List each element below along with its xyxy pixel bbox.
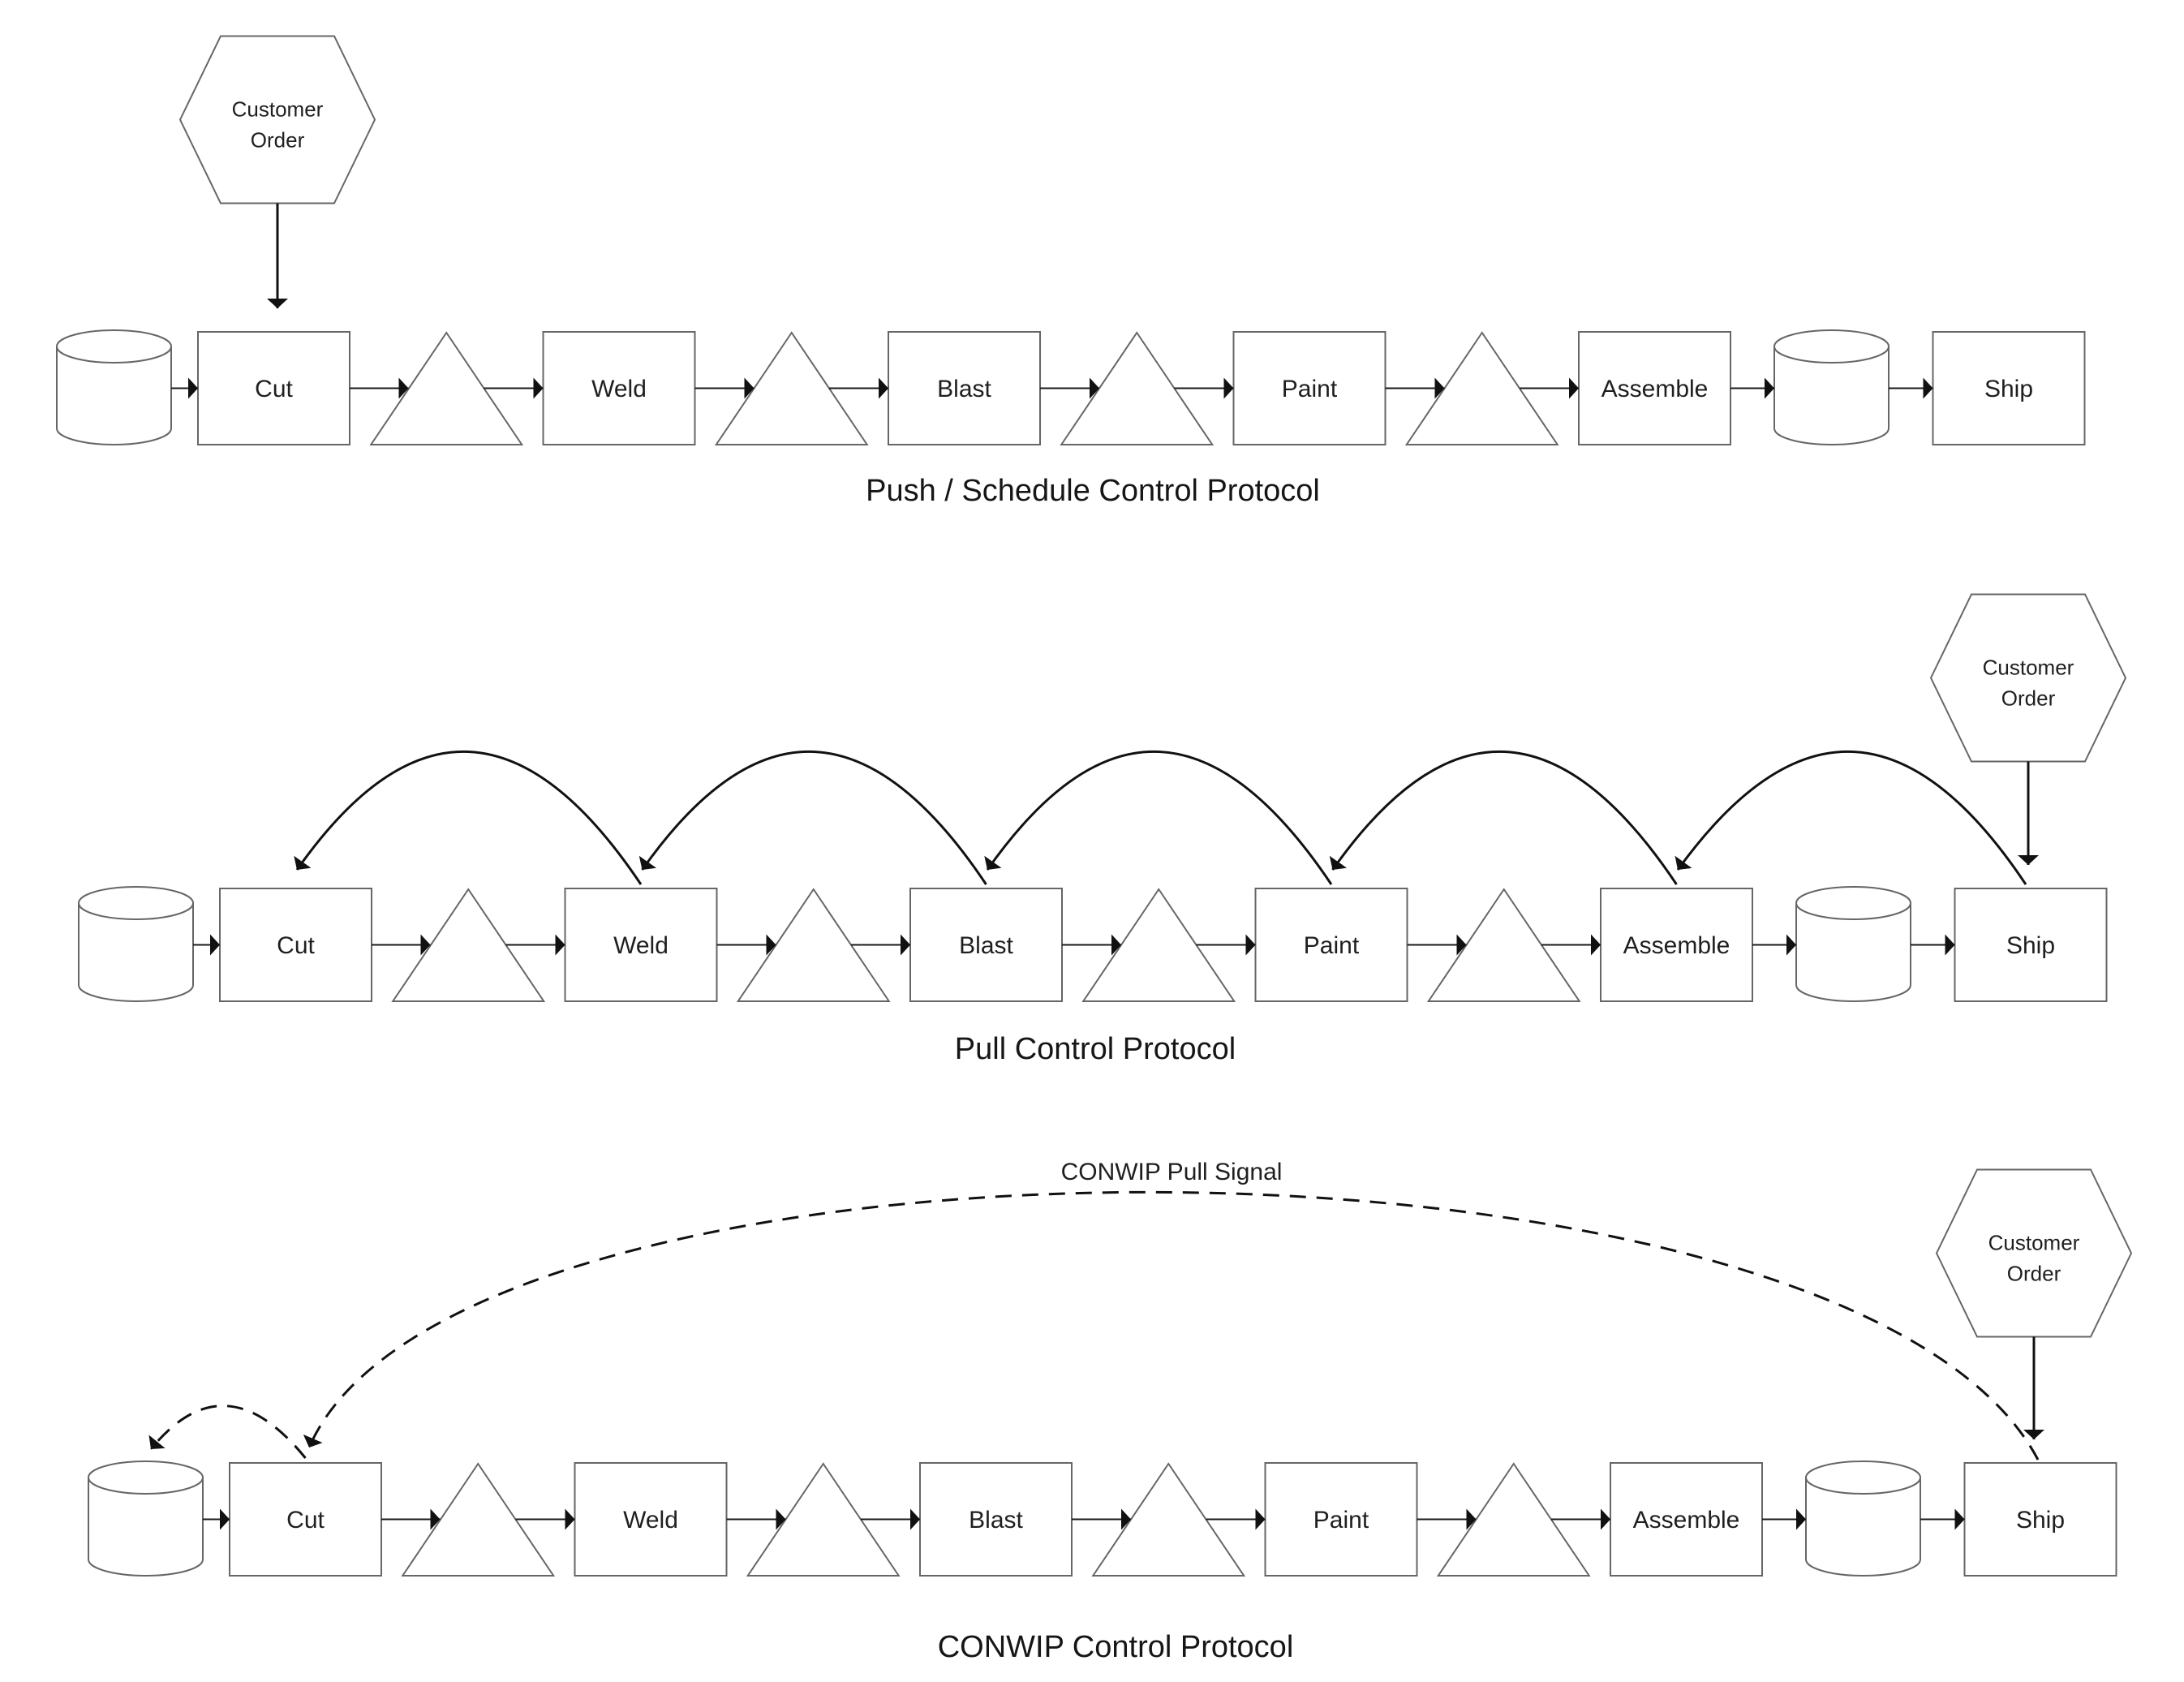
conwip-protocol-row: CONWIP Pull Signal Customer Order Cut We… bbox=[88, 1159, 2133, 1664]
station-label-assemble: Assemble bbox=[1601, 376, 1709, 402]
customer-order-label-line1: Customer bbox=[1988, 1231, 2080, 1255]
stock-cylinder bbox=[78, 903, 194, 1002]
customer-order-label-line2: Order bbox=[2007, 1262, 2061, 1286]
station-label-paint: Paint bbox=[1282, 376, 1338, 402]
station-label-weld: Weld bbox=[623, 1507, 678, 1534]
customer-order-hexagon bbox=[178, 35, 376, 204]
station-label-ship: Ship bbox=[1984, 376, 2033, 402]
finished-goods-cylinder-top bbox=[1795, 886, 1911, 920]
station-box-paint bbox=[1264, 1462, 1418, 1577]
station-label-blast: Blast bbox=[969, 1507, 1023, 1534]
customer-order-label-line2: Order bbox=[251, 128, 305, 153]
row-title-push: Push / Schedule Control Protocol bbox=[866, 474, 1320, 508]
customer-order-label-line1: Customer bbox=[232, 97, 324, 122]
conwip-signal-arc-cut-to-stock bbox=[148, 1405, 307, 1459]
station-box-ship bbox=[1954, 888, 2108, 1002]
station-box-cut bbox=[219, 888, 372, 1002]
customer-order-label-line2: Order bbox=[2001, 686, 2056, 711]
station-box-assemble bbox=[1600, 888, 1753, 1002]
finished-goods-cylinder-top bbox=[1805, 1460, 1921, 1495]
station-label-weld: Weld bbox=[591, 376, 647, 402]
station-box-cut bbox=[197, 331, 350, 445]
station-label-paint: Paint bbox=[1304, 932, 1360, 959]
stock-cylinder bbox=[88, 1478, 204, 1577]
station-box-assemble bbox=[1578, 331, 1731, 445]
row-title-pull: Pull Control Protocol bbox=[955, 1032, 1236, 1066]
customer-order-hexagon bbox=[1935, 1168, 2133, 1338]
pull-arc-ship-to-assemble bbox=[1675, 751, 2027, 885]
station-label-ship: Ship bbox=[2006, 932, 2055, 959]
stock-cylinder-top bbox=[88, 1460, 204, 1495]
station-box-weld bbox=[574, 1462, 728, 1577]
stock-cylinder-top bbox=[78, 886, 194, 920]
station-box-blast bbox=[909, 888, 1063, 1002]
push-protocol-row: Customer Order Cut Weld Blast Paint Asse… bbox=[56, 35, 2086, 508]
customer-order-hexagon bbox=[1929, 593, 2127, 763]
finished-goods-cylinder-top bbox=[1773, 329, 1890, 364]
station-label-ship: Ship bbox=[2016, 1507, 2065, 1534]
station-box-blast bbox=[919, 1462, 1073, 1577]
stock-cylinder-top bbox=[56, 329, 172, 364]
finished-goods-cylinder bbox=[1805, 1478, 1921, 1577]
pull-arc-paint-to-blast bbox=[984, 751, 1333, 885]
station-label-cut: Cut bbox=[286, 1507, 325, 1534]
station-label-blast: Blast bbox=[937, 376, 991, 402]
pull-arc-blast-to-weld bbox=[638, 751, 987, 885]
station-label-cut: Cut bbox=[255, 376, 293, 402]
station-label-assemble: Assemble bbox=[1633, 1507, 1740, 1534]
pull-arc-assemble-to-paint bbox=[1329, 751, 1678, 885]
station-label-cut: Cut bbox=[277, 932, 315, 959]
pull-protocol-row: Customer Order Cut Weld Blast Paint Asse… bbox=[78, 593, 2127, 1066]
station-box-cut bbox=[229, 1462, 382, 1577]
station-box-ship bbox=[1963, 1462, 2117, 1577]
conwip-signal-arc-ship-to-cut bbox=[303, 1190, 2040, 1460]
station-label-weld: Weld bbox=[613, 932, 669, 959]
conwip-pull-signal-label: CONWIP Pull Signal bbox=[1061, 1159, 1283, 1185]
stock-cylinder bbox=[56, 346, 172, 445]
pull-arc-weld-to-cut bbox=[294, 751, 643, 885]
customer-order-label-line1: Customer bbox=[1983, 656, 2074, 680]
row-title-conwip: CONWIP Control Protocol bbox=[938, 1630, 1294, 1664]
finished-goods-cylinder bbox=[1773, 346, 1890, 445]
station-box-ship bbox=[1932, 331, 2086, 445]
finished-goods-cylinder bbox=[1795, 903, 1911, 1002]
station-label-blast: Blast bbox=[959, 932, 1013, 959]
station-label-assemble: Assemble bbox=[1623, 932, 1730, 959]
station-label-paint: Paint bbox=[1313, 1507, 1369, 1534]
station-box-assemble bbox=[1610, 1462, 1763, 1577]
